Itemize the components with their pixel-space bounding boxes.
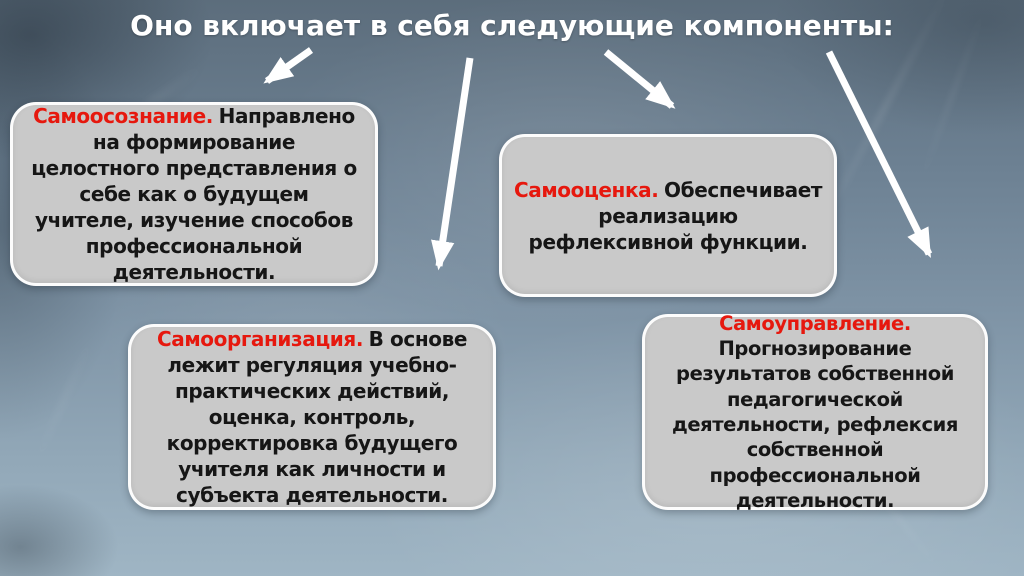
component-description: Направлено на формирование целостного пр… <box>31 104 357 284</box>
component-term: Самоуправление. <box>719 311 911 335</box>
component-term: Самоосознание. <box>33 104 214 128</box>
arrow-to-self-organization <box>431 57 474 271</box>
component-box-self-organization: Самоорганизация.В основе лежит регуляция… <box>128 324 496 510</box>
arrow-to-self-assessment <box>603 49 676 109</box>
component-description: Прогнозирование результатов собственной … <box>671 336 959 513</box>
component-description: Обеспечивает реализацию рефлексивной фун… <box>528 177 823 254</box>
slide-title: Оно включает в себя следующие компоненты… <box>130 9 894 42</box>
component-box-self-assessment: Самооценка.Обеспечивает реализацию рефле… <box>499 134 837 297</box>
component-text: Самооценка.Обеспечивает реализацию рефле… <box>513 177 823 255</box>
component-box-self-awareness: Самоосознание.Направлено на формирование… <box>10 102 378 286</box>
component-text: Самоосознание.Направлено на формирование… <box>27 103 361 285</box>
arrow-to-self-awareness <box>263 47 314 84</box>
component-description: В основе лежит регуляция учебно-практиче… <box>166 327 468 507</box>
component-text: Самоорганизация.В основе лежит регуляция… <box>145 326 479 508</box>
component-text: Самоуправление.Прогнозирование результат… <box>659 311 971 514</box>
component-term: Самооценка. <box>513 177 659 202</box>
component-box-self-management: Самоуправление.Прогнозирование результат… <box>642 312 988 512</box>
arrow-to-self-management <box>825 50 933 258</box>
chalk-streak <box>31 334 97 466</box>
component-term: Самоорганизация. <box>156 327 364 351</box>
